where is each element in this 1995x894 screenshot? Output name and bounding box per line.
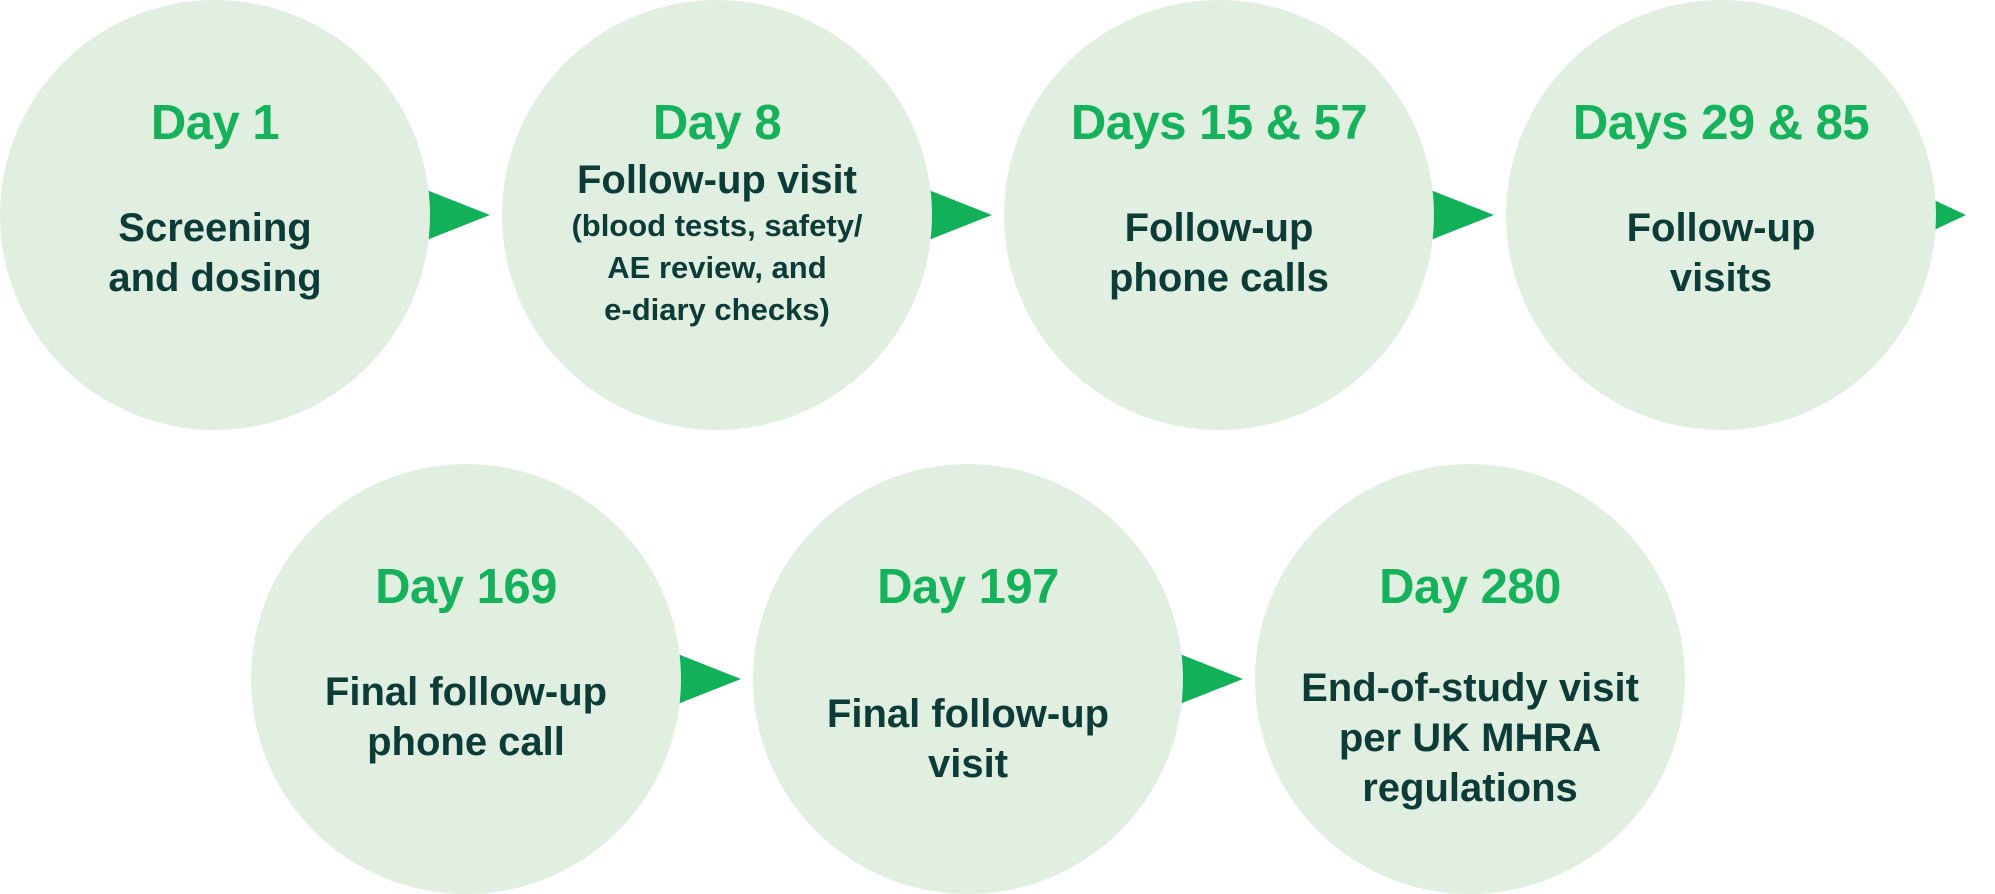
step-circle <box>1506 0 1936 430</box>
step-circle <box>0 0 430 430</box>
step-description: End-of-study visit per UK MHRA regulatio… <box>1301 666 1639 810</box>
step-content: Day 1 Screening and dosing <box>0 0 430 430</box>
step-day-label: Days 29 & 85 <box>1572 96 1870 150</box>
timeline-step-day-8: Day 8 Follow-up visit (blood tests, safe… <box>502 0 992 430</box>
step-description: Follow-up visits <box>1626 206 1816 300</box>
step-detail: (blood tests, safety/ AE review, and e-d… <box>571 208 863 327</box>
step-description: Final follow-up visit <box>826 692 1110 786</box>
step-content: Days 15 & 57 Follow-up phone calls <box>1004 0 1434 430</box>
timeline-step-day-1: Day 1 Screening and dosing <box>0 0 490 430</box>
step-day-label: Day 197 <box>877 560 1059 614</box>
timeline-step-day-197: Day 197 Final follow-up visit <box>753 464 1243 894</box>
timeline-step-days-29-85: Days 29 & 85 Follow-up visits <box>1506 0 1966 430</box>
step-day-label: Day 169 <box>375 560 557 614</box>
step-content: Day 197 Final follow-up visit <box>753 464 1183 894</box>
timeline-step-day-280: Day 280 End-of-study visit per UK MHRA r… <box>1255 464 1685 894</box>
step-description: Screening and dosing <box>108 206 322 300</box>
step-content: Day 280 End-of-study visit per UK MHRA r… <box>1255 464 1685 894</box>
step-content: Day 169 Final follow-up phone call <box>251 464 681 894</box>
step-circle <box>753 464 1183 894</box>
step-content: Days 29 & 85 Follow-up visits <box>1506 0 1936 430</box>
timeline-step-days-15-57: Days 15 & 57 Follow-up phone calls <box>1004 0 1494 430</box>
step-day-label: Day 8 <box>652 96 782 150</box>
step-content: Day 8 Follow-up visit (blood tests, safe… <box>502 0 932 430</box>
step-day-label: Day 1 <box>150 96 280 150</box>
step-description: Final follow-up phone call <box>324 670 608 764</box>
timeline-step-day-169: Day 169 Final follow-up phone call <box>251 464 741 894</box>
step-circle <box>502 0 932 430</box>
step-circle <box>1004 0 1434 430</box>
step-day-label: Day 280 <box>1379 560 1561 614</box>
step-circle <box>1255 464 1685 894</box>
step-circle <box>251 464 681 894</box>
step-description: Follow-up visit <box>577 158 857 202</box>
step-description: Follow-up phone calls <box>1108 206 1330 300</box>
step-day-label: Days 15 & 57 <box>1070 96 1368 150</box>
